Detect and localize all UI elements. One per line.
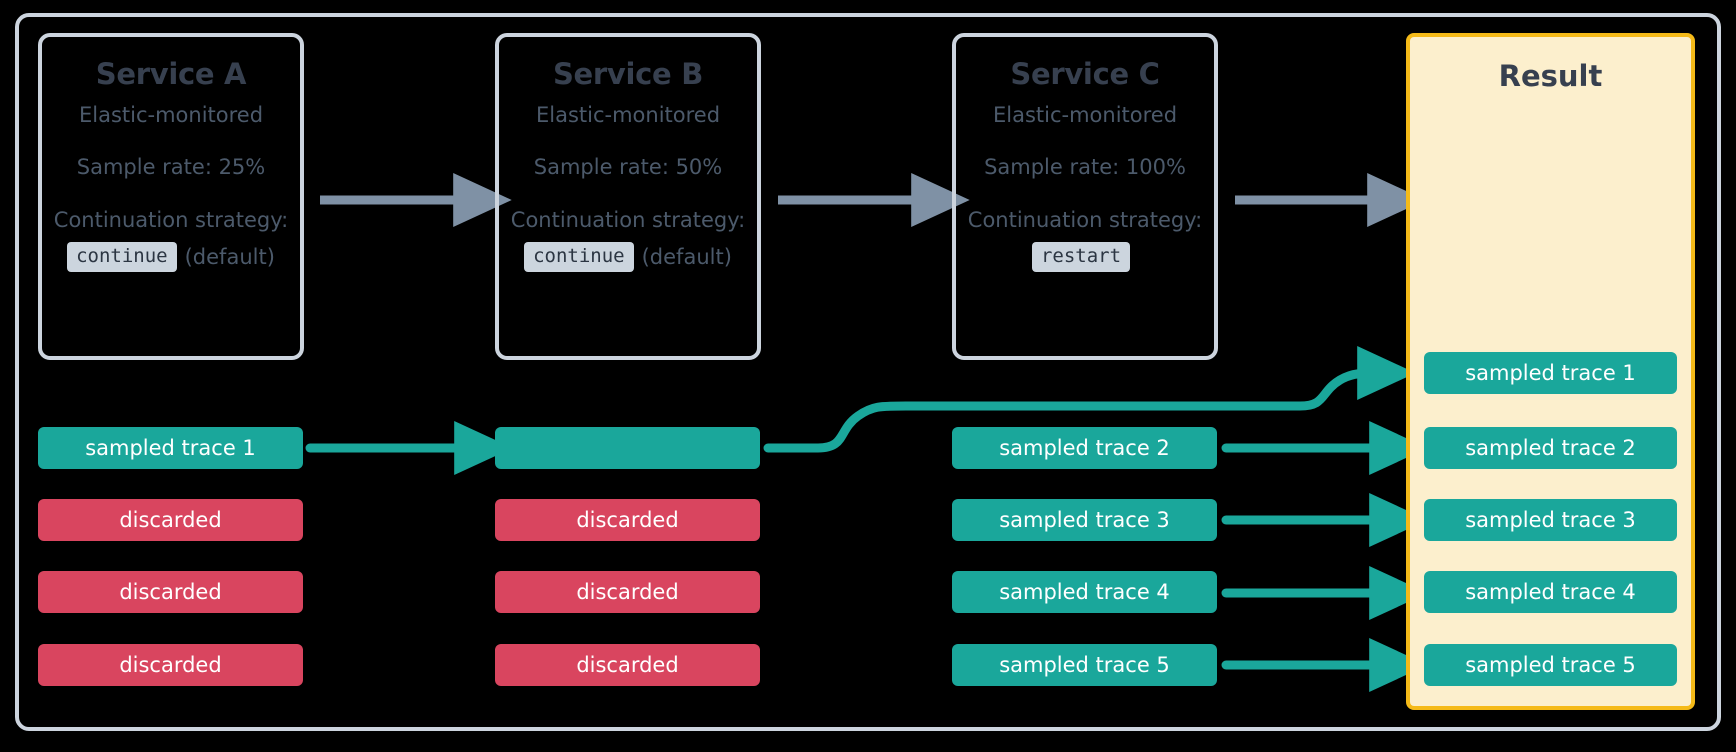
- trace-pill-c-2: sampled trace 3: [952, 499, 1217, 541]
- service-card-a: Service A Elastic-monitored Sample rate:…: [38, 33, 304, 360]
- service-b-strategy-label: Continuation strategy:: [510, 208, 746, 233]
- service-a-strategy-note: (default): [184, 245, 275, 270]
- trace-pill-label: sampled trace 1: [85, 435, 256, 460]
- diagram-outer-frame: [15, 13, 1721, 731]
- service-c-strategy-label: Continuation strategy:: [967, 208, 1203, 233]
- trace-pill-label: sampled trace 5: [1465, 652, 1636, 677]
- result-pill-2: sampled trace 2: [1424, 427, 1677, 469]
- trace-pill-c-3: sampled trace 4: [952, 571, 1217, 613]
- service-a-title: Service A: [95, 57, 247, 91]
- service-c-strategy-value: restart: [1031, 241, 1131, 273]
- trace-pill-b-1: [495, 427, 760, 469]
- trace-pill-b-2: discarded: [495, 499, 760, 541]
- trace-pill-label: sampled trace 2: [1465, 435, 1636, 460]
- trace-pill-a-3: discarded: [38, 571, 303, 613]
- service-a-strategy-value: continue: [67, 241, 177, 273]
- trace-pill-a-1: sampled trace 1: [38, 427, 303, 469]
- trace-pill-b-4: discarded: [495, 644, 760, 686]
- service-card-b: Service B Elastic-monitored Sample rate:…: [495, 33, 761, 360]
- trace-pill-label: discarded: [576, 507, 679, 532]
- service-b-subtitle: Elastic-monitored: [535, 102, 721, 127]
- service-c-subtitle: Elastic-monitored: [992, 102, 1178, 127]
- trace-pill-c-1: sampled trace 2: [952, 427, 1217, 469]
- service-b-strategy-note: (default): [641, 245, 732, 270]
- trace-pill-label: sampled trace 2: [999, 435, 1170, 460]
- trace-pill-c-4: sampled trace 5: [952, 644, 1217, 686]
- trace-pill-b-3: discarded: [495, 571, 760, 613]
- service-a-sample-rate: Sample rate: 25%: [76, 155, 266, 180]
- result-pill-4: sampled trace 4: [1424, 571, 1677, 613]
- result-title: Result: [1498, 59, 1603, 93]
- service-b-strategy-row: continue (default): [524, 241, 732, 273]
- service-b-title: Service B: [552, 57, 704, 91]
- service-a-strategy-row: continue (default): [67, 241, 275, 273]
- trace-pill-label: sampled trace 1: [1465, 360, 1636, 385]
- result-pill-3: sampled trace 3: [1424, 499, 1677, 541]
- result-pill-1: sampled trace 1: [1424, 352, 1677, 394]
- trace-pill-label: discarded: [119, 507, 222, 532]
- service-a-strategy-label: Continuation strategy:: [53, 208, 289, 233]
- trace-pill-label: discarded: [119, 579, 222, 604]
- service-c-title: Service C: [1010, 57, 1160, 91]
- service-card-c: Service C Elastic-monitored Sample rate:…: [952, 33, 1218, 360]
- trace-pill-label: sampled trace 3: [999, 507, 1170, 532]
- trace-pill-label: sampled trace 4: [1465, 579, 1636, 604]
- service-b-sample-rate: Sample rate: 50%: [533, 155, 723, 180]
- trace-pill-a-2: discarded: [38, 499, 303, 541]
- service-b-strategy-value: continue: [524, 241, 634, 273]
- trace-pill-a-4: discarded: [38, 644, 303, 686]
- service-c-strategy-row: restart: [1031, 241, 1138, 273]
- trace-pill-label: sampled trace 3: [1465, 507, 1636, 532]
- trace-pill-label: discarded: [119, 652, 222, 677]
- service-c-sample-rate: Sample rate: 100%: [984, 155, 1186, 180]
- trace-pill-label: sampled trace 4: [999, 579, 1170, 604]
- trace-pill-label: discarded: [576, 652, 679, 677]
- service-a-subtitle: Elastic-monitored: [78, 102, 264, 127]
- trace-pill-label: discarded: [576, 579, 679, 604]
- result-pill-5: sampled trace 5: [1424, 644, 1677, 686]
- trace-pill-label: sampled trace 5: [999, 652, 1170, 677]
